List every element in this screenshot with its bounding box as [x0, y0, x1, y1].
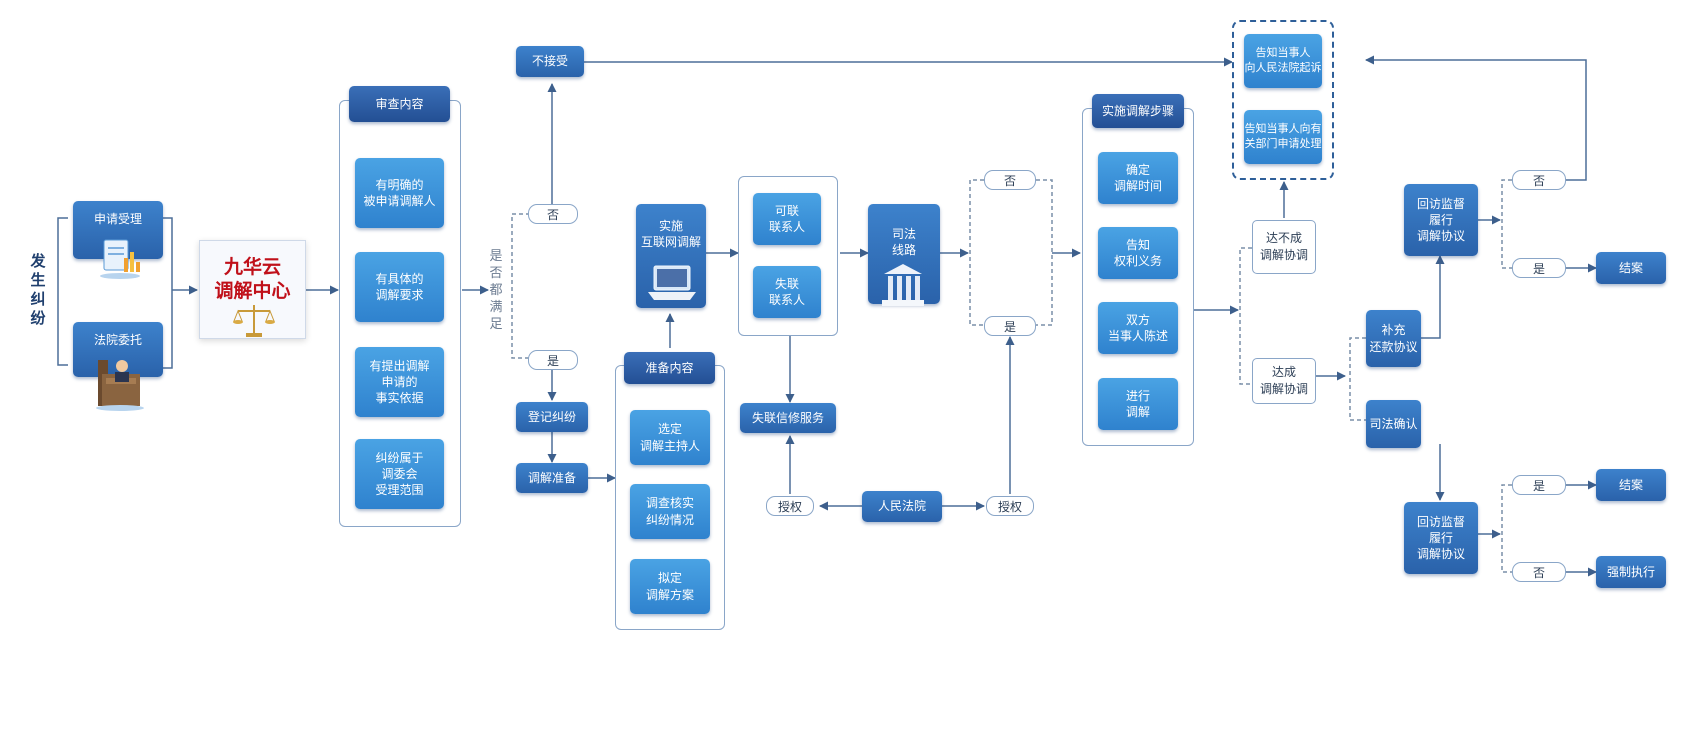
document-chart-icon — [98, 236, 144, 284]
court-entrust-box: 法院委托 — [73, 322, 163, 377]
review-item: 有明确的 被申请调解人 — [355, 158, 444, 228]
register-dispute-box: 登记纠纷 — [516, 402, 588, 432]
mediation-step: 进行 调解 — [1098, 378, 1178, 430]
branch-no-pill: 否 — [984, 170, 1036, 190]
branch-yes-pill: 是 — [984, 316, 1036, 336]
decision-yes-pill: 是 — [528, 350, 578, 370]
people-court-box: 人民法院 — [862, 491, 942, 522]
preparation-title: 准备内容 — [624, 352, 715, 384]
enforce-box: 强制执行 — [1596, 556, 1666, 588]
authorize-left-pill: 授权 — [766, 496, 814, 516]
mediation-step: 双方 当事人陈述 — [1098, 302, 1178, 354]
lost-contact-box: 失联 联系人 — [753, 266, 821, 318]
decision-question: 是否都满足 — [489, 249, 503, 332]
lost-contact-service-box: 失联信修服务 — [740, 403, 836, 433]
mediation-prepare-box: 调解准备 — [516, 463, 588, 493]
mediation-fail-box: 达不成 调解协调 — [1252, 220, 1316, 274]
review-item: 有提出调解 申请的 事实依据 — [355, 347, 444, 417]
mediation-step: 告知 权利义务 — [1098, 227, 1178, 279]
mediation-step: 确定 调解时间 — [1098, 152, 1178, 204]
final-top-no-pill: 否 — [1512, 170, 1566, 190]
reject-box: 不接受 — [516, 46, 584, 77]
final-bottom-yes-pill: 是 — [1512, 475, 1566, 495]
preparation-item: 选定 调解主持人 — [630, 410, 710, 465]
followup-top-box: 回访监督 履行 调解协议 — [1404, 184, 1478, 256]
court-entrust-label: 法院委托 — [93, 333, 142, 347]
bottom-close-case-box: 结案 — [1596, 469, 1666, 501]
preparation-item: 拟定 调解方案 — [630, 559, 710, 614]
columns-building-icon — [880, 262, 926, 312]
authorize-right-pill: 授权 — [986, 496, 1034, 516]
judicial-line-box: 司法 线路 — [868, 204, 940, 304]
review-title: 审查内容 — [349, 86, 450, 122]
preparation-item: 调查核实 纠纷情况 — [630, 484, 710, 539]
final-top-yes-pill: 是 — [1512, 258, 1566, 278]
reachable-contact-box: 可联 联系人 — [753, 193, 821, 245]
mediation-center-title: 九华云 调解中心 — [214, 256, 291, 302]
top-close-case-box: 结案 — [1596, 252, 1666, 284]
decision-no-pill: 否 — [528, 204, 578, 224]
review-item: 纠纷属于 调委会 受理范围 — [355, 439, 444, 509]
judicial-confirm-box: 司法确认 — [1366, 400, 1421, 448]
scales-of-justice-icon — [233, 305, 275, 337]
dispute-occurs-label: 发生纠纷 — [30, 252, 46, 327]
application-accept-label: 申请受理 — [93, 212, 142, 226]
mediation-steps-title: 实施调解步骤 — [1092, 94, 1184, 128]
notify-court-box: 告知当事人 向人民法院起诉 — [1244, 34, 1322, 88]
courthouse-judge-icon — [94, 350, 146, 416]
judicial-line-label: 司法 线路 — [891, 227, 916, 258]
supplement-repayment-box: 补充 还款协议 — [1366, 310, 1421, 367]
followup-bottom-box: 回访监督 履行 调解协议 — [1404, 502, 1478, 574]
online-mediation-label: 实施 互联网调解 — [640, 219, 701, 250]
mediation-success-box: 达成 调解协调 — [1252, 358, 1316, 404]
laptop-icon — [644, 262, 700, 310]
mediation-center-card: 九华云 调解中心 — [199, 240, 306, 339]
online-mediation-box: 实施 互联网调解 — [636, 204, 706, 308]
notify-department-box: 告知当事人向有 关部门申请处理 — [1244, 110, 1322, 164]
review-item: 有具体的 调解要求 — [355, 252, 444, 322]
final-bottom-no-pill: 否 — [1512, 562, 1566, 582]
